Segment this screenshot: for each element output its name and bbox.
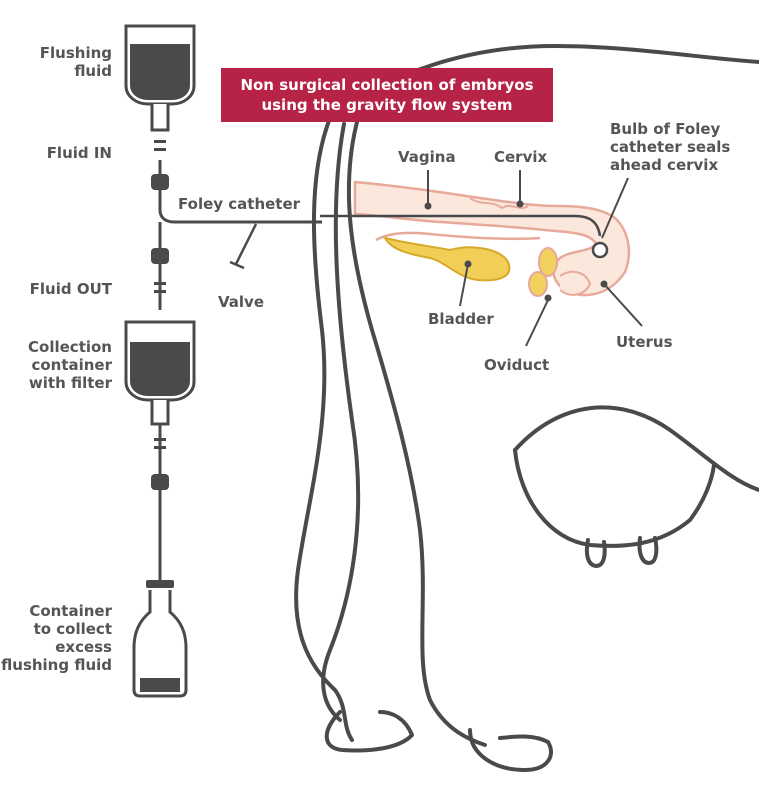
- label-fluid-in: Fluid IN: [46, 144, 112, 162]
- label-flushing-fluid: Flushing fluid: [39, 44, 112, 80]
- label-collection-container: Collection container with filter: [28, 338, 112, 392]
- connector-lower: [154, 438, 166, 441]
- title-line-2: using the gravity flow system: [261, 96, 513, 114]
- catheter-in-tract: [320, 214, 602, 237]
- connector-in: [154, 140, 166, 143]
- label-fluid-out: Fluid OUT: [29, 280, 112, 298]
- title-banner: Non surgical collection of embryos using…: [221, 68, 553, 122]
- cow-hoof-front: [324, 710, 414, 753]
- pointer-bulb: [601, 177, 629, 239]
- label-valve: Valve: [218, 293, 265, 311]
- title-line-1: Non surgical collection of embryos: [240, 76, 534, 94]
- pointer-bladder: [459, 263, 469, 307]
- cow-hind-leg-front: [294, 116, 354, 742]
- valve-pointer: [229, 223, 258, 270]
- catheter-main-tube: [158, 160, 322, 224]
- foley-bulb: [591, 241, 609, 259]
- label-vagina: Vagina: [398, 148, 456, 166]
- label-bladder: Bladder: [428, 310, 494, 328]
- label-oviduct: Oviduct: [484, 356, 550, 374]
- cow-teat-right: [637, 536, 659, 565]
- cow-hoof-rear: [468, 728, 553, 772]
- reproductive-tract: [353, 180, 631, 297]
- cow-teat-left: [584, 538, 607, 568]
- label-uterus: Uterus: [616, 333, 673, 351]
- label-foley-catheter: Foley catheter: [178, 195, 301, 213]
- pointer-oviduct: [525, 299, 549, 347]
- clamp-out: [151, 248, 169, 264]
- excess-fluid-bottle: [132, 590, 188, 698]
- label-cervix: Cervix: [494, 148, 548, 166]
- cow-hind-leg-rear: [346, 120, 487, 747]
- cow-belly-outline: [513, 405, 759, 492]
- cow-udder: [513, 448, 716, 548]
- cow-tail: [321, 122, 361, 722]
- label-bulb: Bulb of Foley catheter seals ahead cervi…: [610, 120, 731, 174]
- connector-out: [154, 282, 166, 285]
- pointer-uterus: [603, 283, 643, 327]
- clamp-in: [151, 174, 169, 190]
- label-excess-container: Container to collect excess flushing flu…: [1, 602, 112, 674]
- clamp-lower: [151, 474, 169, 490]
- excess-bottle-cap: [146, 580, 174, 588]
- bladder-shape: [382, 236, 511, 282]
